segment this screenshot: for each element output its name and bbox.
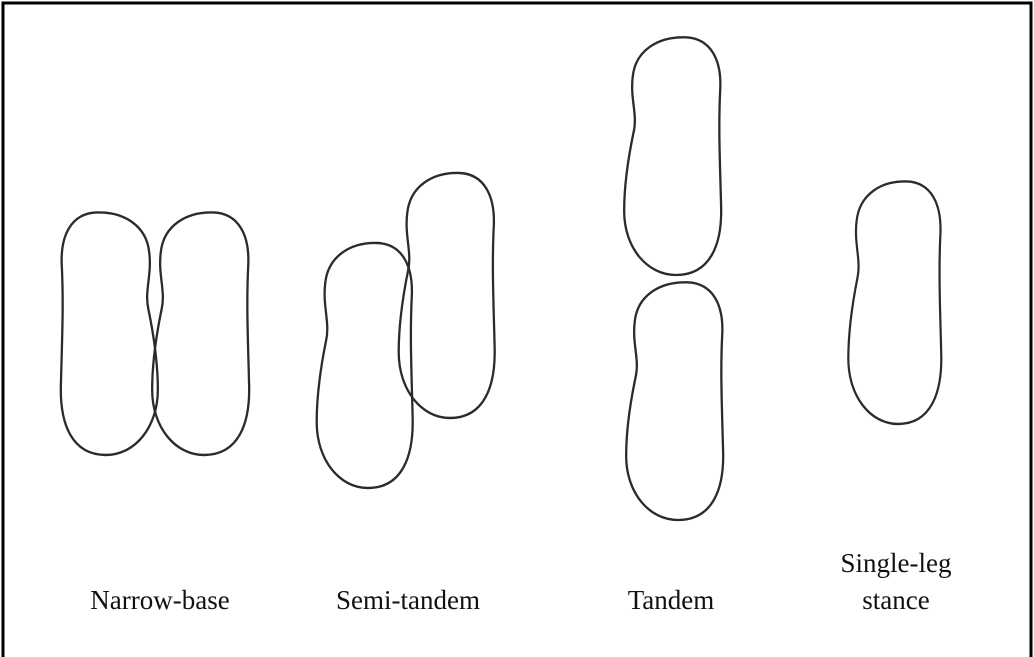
label-tandem: Tandem [628,585,715,615]
narrow-base-left-foot [61,212,158,455]
label-narrow-base: Narrow-base [90,585,229,615]
label-semi-tandem: Semi-tandem [336,585,480,615]
narrow-base-right-foot [152,212,249,455]
tandem-feet [624,37,723,520]
single-leg-foot [848,181,941,424]
semi-tandem-feet [317,173,495,488]
single-leg-feet [848,181,941,424]
label-single-leg-line2: stance [862,585,929,615]
tandem-front-foot [624,37,721,275]
semi-tandem-front-foot [399,173,495,418]
tandem-rear-foot [626,282,723,520]
semi-tandem-rear-foot [317,243,413,488]
narrow-base-feet [61,212,249,455]
label-single-leg-line1: Single-leg [841,548,952,578]
